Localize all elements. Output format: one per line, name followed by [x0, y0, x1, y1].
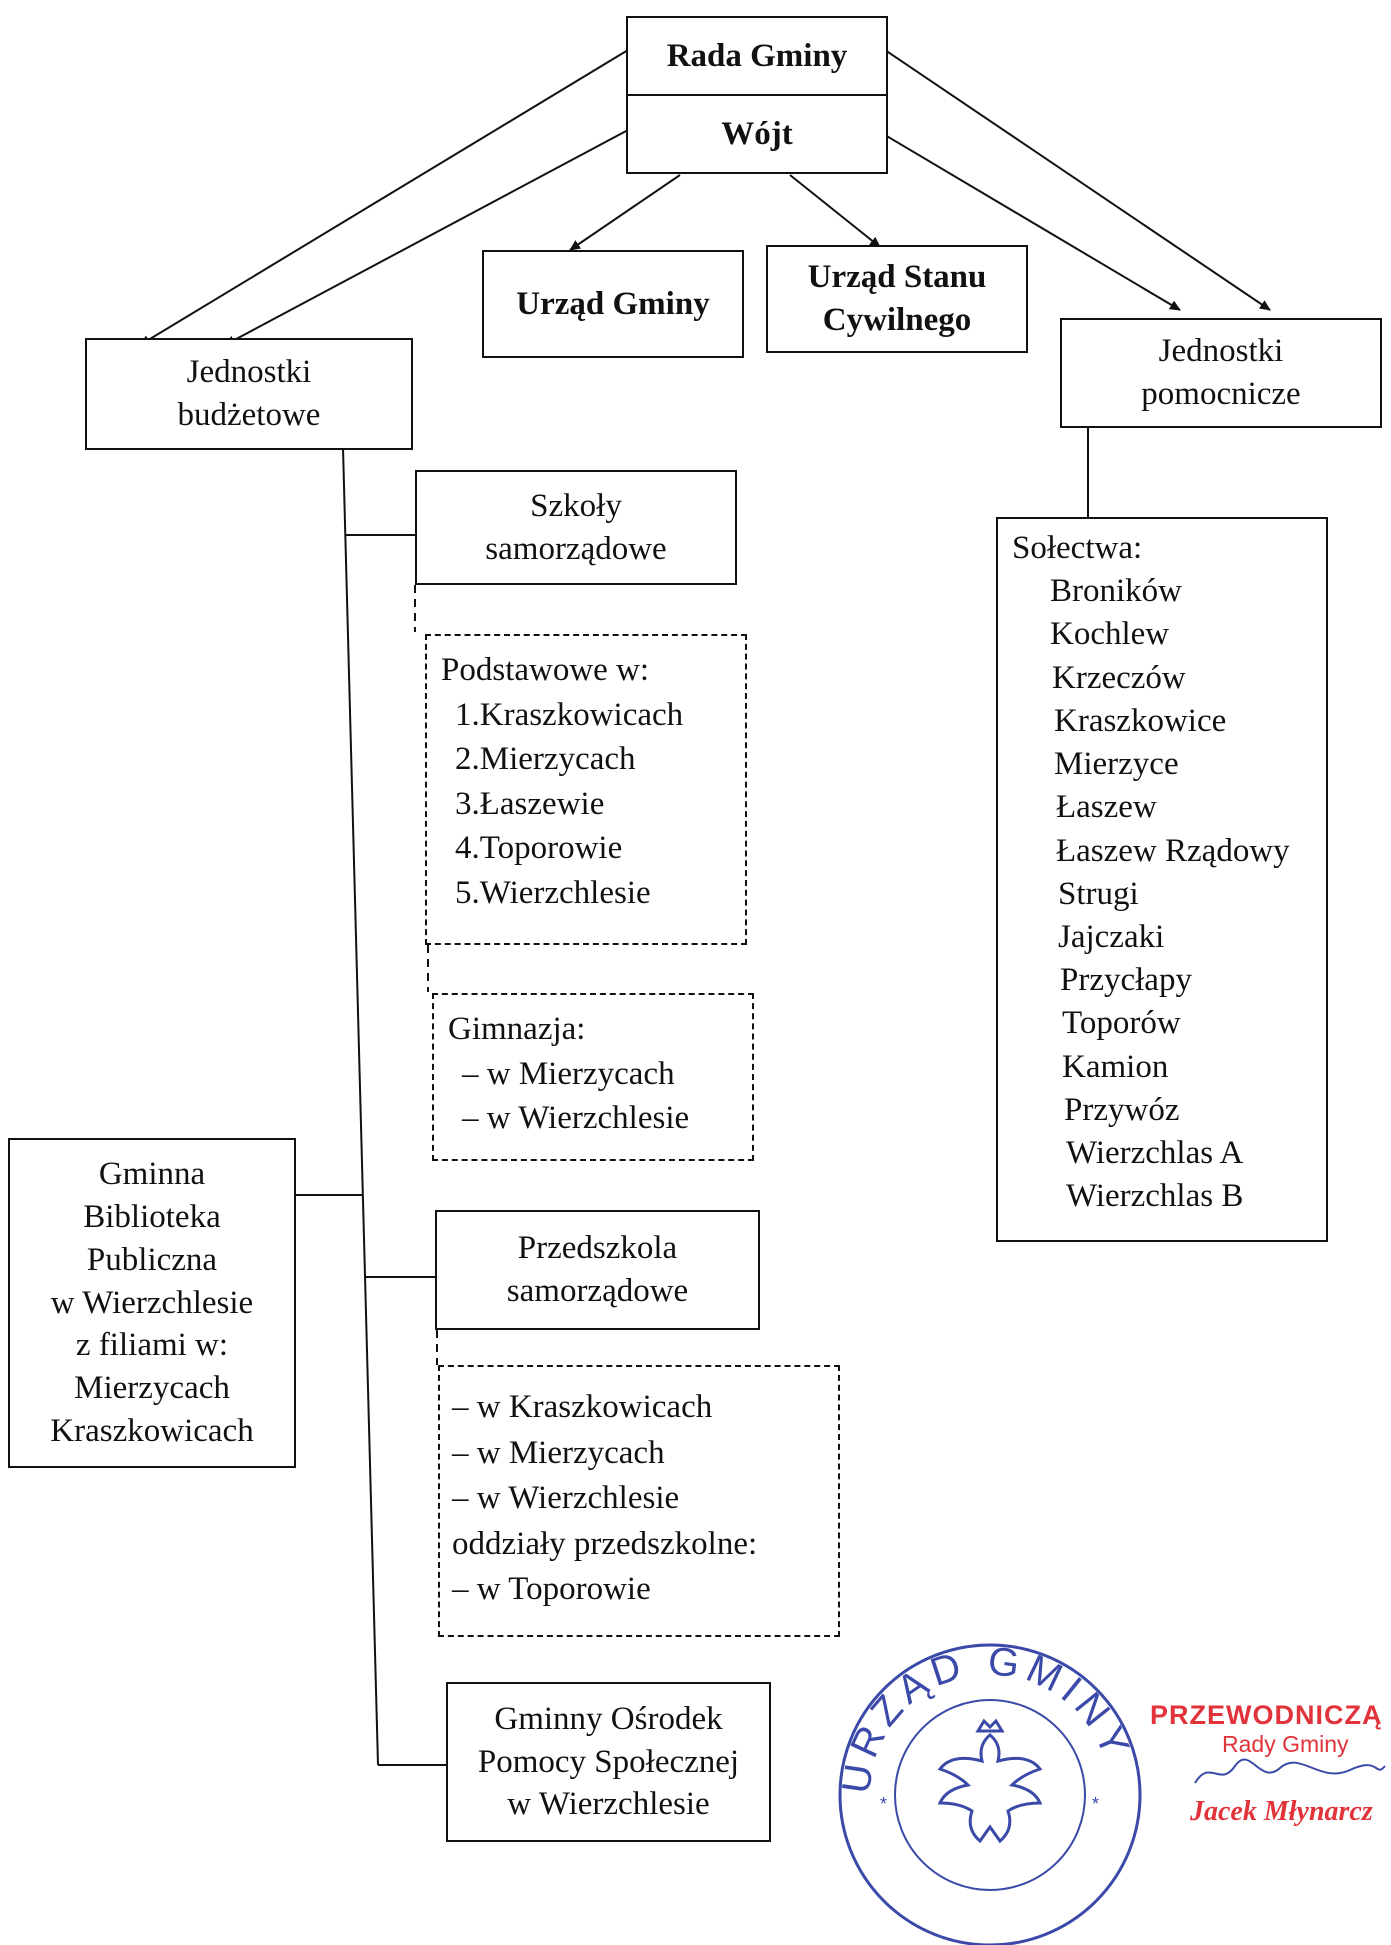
welfare-line: Gminny Ośrodek	[494, 1700, 723, 1737]
budget-units-box: Jednostki budżetowe	[85, 338, 413, 450]
list-item: 5.Wierzchlesie	[455, 874, 651, 911]
list-item: – w Kraszkowicach	[452, 1389, 713, 1425]
list-item: Wierzchlas A	[1066, 1135, 1244, 1172]
arrow-mayor-registry	[789, 174, 881, 248]
handwritten-signature	[1194, 1758, 1386, 1784]
list-item: Krzeczów	[1052, 659, 1186, 696]
budget-trunk	[342, 447, 379, 1766]
list-item: Strugi	[1058, 875, 1139, 912]
welfare-box: Gminny Ośrodek Pomocy Społecznej w Wierz…	[446, 1682, 771, 1842]
welfare-line: w Wierzchlesie	[507, 1786, 710, 1823]
council-box: Rada Gminy	[626, 16, 888, 96]
list-item: 4.Toporowie	[455, 830, 623, 867]
svg-text:*: *	[880, 1794, 887, 1814]
list-item: Łaszew	[1056, 789, 1157, 826]
gymnasium-list: Gimnazja: – w Mierzycach – w Wierzchlesi…	[432, 993, 754, 1161]
library-line: Mierzycach	[74, 1370, 230, 1407]
list-item: Kochlew	[1050, 616, 1170, 653]
council-label: Rada Gminy	[666, 37, 848, 74]
signature-name: Jacek Młynarcz	[1190, 1796, 1373, 1827]
list-item: – w Mierzycach	[462, 1055, 675, 1092]
schools-line-1: Szkoły	[530, 487, 622, 524]
municipal-office-box: Urząd Gminy	[482, 250, 744, 358]
preschools-line-2: samorządowe	[506, 1273, 689, 1309]
mayor-label: Wójt	[721, 115, 793, 152]
budget-units-line-2: budżetowe	[177, 397, 321, 433]
list-item: – w Toporowie	[452, 1571, 651, 1608]
signature-title: PRZEWODNICZĄ	[1150, 1700, 1383, 1730]
library-line: w Wierzchlesie	[50, 1284, 254, 1321]
library-line: Gminna	[98, 1155, 206, 1192]
arrow-mayor-aux	[884, 134, 1181, 311]
connectors	[139, 49, 1271, 1766]
signature-block: PRZEWODNICZĄ Rady Gminy Jacek Młynarcz	[1150, 1700, 1391, 1828]
signature-subtitle: Rady Gminy	[1222, 1731, 1349, 1757]
list-item: – w Wierzchlesie	[462, 1100, 690, 1137]
list-item: Toporów	[1062, 1005, 1181, 1042]
list-item: Kraszkowice	[1054, 702, 1227, 739]
municipal-office-label: Urząd Gminy	[516, 285, 710, 322]
list-item: Broników	[1050, 573, 1182, 610]
list-item: – w Mierzycach	[452, 1434, 665, 1471]
arrow-council-budget	[139, 49, 629, 346]
list-item: Mierzyce	[1054, 746, 1179, 783]
arrow-mayor-budget	[224, 129, 629, 346]
primary-schools-list: Podstawowe w: 1.Kraszkowicach 2.Mierzyca…	[425, 634, 747, 945]
arrow-council-aux	[884, 49, 1271, 311]
preschools-box: Przedszkola samorządowe	[435, 1210, 760, 1330]
official-stamp: URZĄD GMINY WIE * *	[830, 1625, 1144, 1945]
list-item: Kamion	[1062, 1048, 1169, 1085]
library-line: z filiami w:	[75, 1327, 229, 1364]
list-item: Łaszew Rządowy	[1056, 832, 1290, 869]
civil-registry-line-1: Urząd Stanu	[807, 259, 987, 296]
civil-registry-line-2: Cywilnego	[822, 302, 972, 338]
list-item: 1.Kraszkowicach	[455, 696, 684, 733]
library-box: Gminna Biblioteka Publiczna w Wierzchles…	[8, 1138, 296, 1468]
welfare-line: Pomocy Społecznej	[477, 1743, 740, 1780]
svg-text:URZĄD GMINY WIE: URZĄD GMINY WIE	[830, 1625, 1144, 1796]
svg-text:*: *	[1092, 1794, 1099, 1814]
villages-header: Sołectwa:	[1012, 530, 1143, 566]
auxiliary-units-box: Jednostki pomocnicze	[1060, 318, 1382, 428]
schools-box: Szkoły samorządowe	[415, 470, 737, 585]
arrow-mayor-office	[569, 174, 681, 251]
civil-registry-box: Urząd Stanu Cywilnego	[766, 245, 1028, 353]
list-item: Wierzchlas B	[1066, 1178, 1244, 1215]
list-item: – w Wierzchlesie	[452, 1480, 680, 1517]
library-line: Biblioteka	[83, 1198, 221, 1235]
list-item: Jajczaki	[1058, 918, 1165, 955]
list-item: Przywóz	[1064, 1091, 1180, 1128]
library-line: Kraszkowicach	[50, 1413, 254, 1450]
auxiliary-units-line-1: Jednostki	[1158, 333, 1284, 370]
library-line: Publiczna	[86, 1241, 218, 1278]
list-item: 3.Łaszewie	[455, 785, 605, 822]
primary-schools-header: Podstawowe w:	[441, 652, 650, 688]
auxiliary-units-line-2: pomocnicze	[1141, 376, 1301, 412]
preschool-list: – w Kraszkowicach – w Mierzycach – w Wie…	[438, 1365, 840, 1637]
gymnasium-header: Gimnazja:	[448, 1011, 586, 1047]
list-item: oddziały przedszkolne:	[452, 1525, 758, 1562]
mayor-box: Wójt	[626, 94, 888, 174]
stamp-text: URZĄD GMINY WIE	[830, 1625, 1138, 1796]
preschools-line-1: Przedszkola	[517, 1230, 678, 1267]
list-item: Przycłapy	[1060, 962, 1192, 999]
schools-line-2: samorządowe	[485, 530, 667, 567]
villages-list: Sołectwa: Broników Kochlew Krzeczów Kras…	[996, 517, 1328, 1242]
eagle-emblem-icon	[937, 1718, 1043, 1844]
list-item: 2.Mierzycach	[455, 741, 636, 778]
budget-units-line-1: Jednostki	[186, 354, 312, 391]
